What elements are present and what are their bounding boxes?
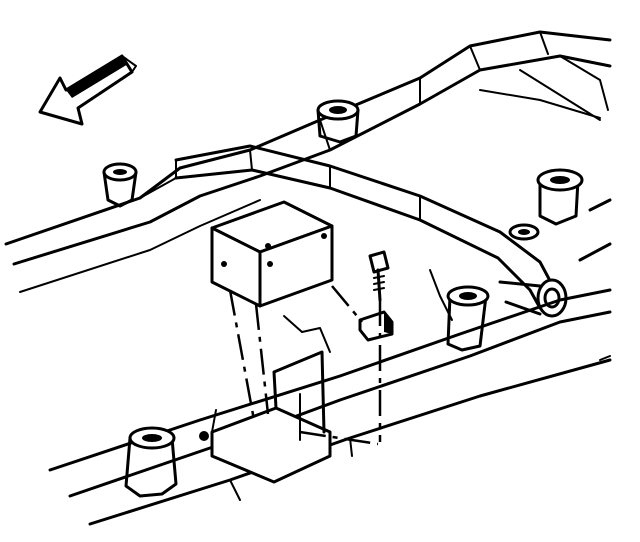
- body-mount-rear-left: [124, 426, 178, 498]
- alignment-lines: [228, 285, 382, 446]
- body-mount-front-right: [316, 99, 360, 144]
- body-mount-cross: [508, 223, 540, 241]
- mounting-bracket: [199, 315, 332, 484]
- lower-frame-rail: [48, 288, 612, 526]
- direction-arrow-icon: [38, 54, 137, 126]
- body-mount-side: [536, 168, 584, 226]
- frame-bracket-nut: [358, 310, 394, 342]
- control-module: [210, 200, 334, 308]
- mounting-bolt: [368, 250, 390, 302]
- body-mount-rear-right: [446, 285, 490, 352]
- cross-member: [139, 119, 558, 310]
- body-mount-front-left: [102, 162, 138, 208]
- vehicle-frame: [4, 30, 612, 526]
